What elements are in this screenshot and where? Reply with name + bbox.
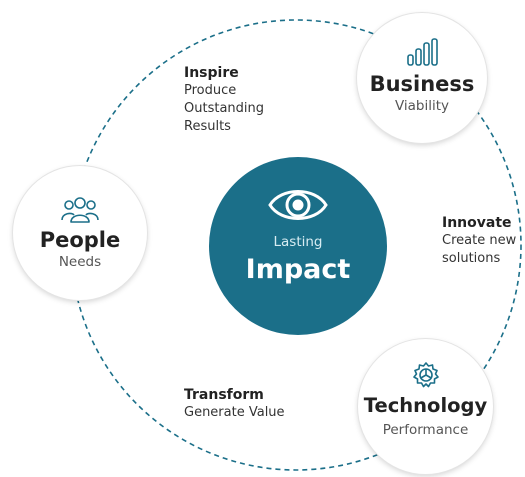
caption-innovate-line: solutions [442, 251, 501, 266]
node-technology: Technology Performance [358, 339, 493, 474]
people-icon [61, 197, 99, 223]
bar-chart-icon [407, 38, 438, 66]
caption-inspire-line: Produce [184, 83, 237, 98]
eye-icon [268, 190, 328, 220]
caption-transform-heading: Transform [184, 387, 264, 403]
gear-icon [412, 362, 439, 388]
node-people-title: People [39, 228, 121, 252]
center-subtitle: Lasting [273, 234, 323, 250]
node-technology-subtitle: Performance [382, 422, 469, 438]
caption-inspire-heading: Inspire [184, 65, 239, 81]
caption-innovate-heading: Innovate [442, 215, 512, 231]
node-business: Business Viability [357, 13, 487, 143]
node-business-subtitle: Viability [394, 98, 450, 114]
caption-transform-line: Generate Value [184, 405, 285, 420]
center-title: Impact [245, 254, 351, 285]
caption-innovate: Innovate Create new solutions [442, 214, 516, 268]
node-technology-title: Technology [363, 394, 488, 417]
caption-inspire-line: Results [184, 119, 231, 134]
caption-inspire: Inspire Produce Outstanding Results [184, 64, 264, 136]
caption-inspire-line: Outstanding [184, 101, 264, 116]
node-business-title: Business [369, 72, 475, 96]
node-people-subtitle: Needs [58, 254, 102, 270]
caption-innovate-line: Create new [442, 233, 517, 248]
node-people: People Needs [13, 166, 147, 300]
caption-transform: Transform Generate Value [184, 386, 285, 422]
center-impact-circle: Lasting Impact [209, 157, 387, 335]
